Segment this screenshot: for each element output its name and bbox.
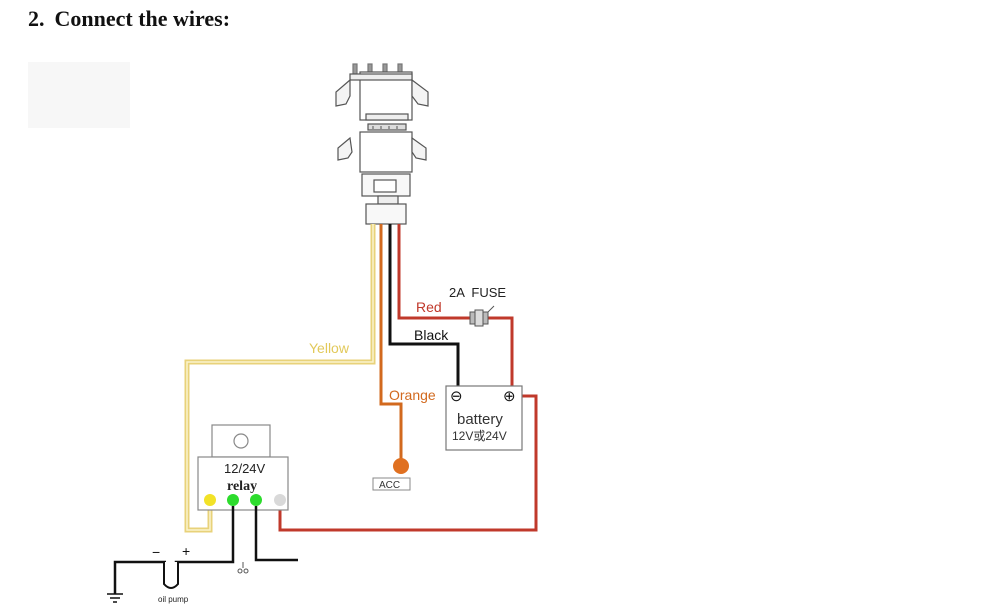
plug-base — [365, 203, 407, 225]
fuse — [469, 305, 495, 327]
blank-image-placeholder — [28, 62, 130, 128]
connector-left-clip — [335, 78, 351, 107]
step-number: 2. — [28, 6, 45, 31]
step-title: Connect the wires: — [54, 6, 231, 31]
relay-pin-green-2 — [250, 494, 262, 506]
battery: ⊖ ⊕ battery 12V或24V — [445, 385, 523, 451]
black-wire-label: Black — [414, 327, 449, 343]
red-wire — [397, 224, 470, 320]
red-wire-label: Red — [416, 299, 442, 315]
relay-output-wire — [254, 506, 298, 562]
oil-pump-label: oil pump — [158, 595, 189, 604]
oil-pump: − + oil pump — [152, 543, 190, 604]
page-heading: 2. Connect the wires: — [28, 6, 230, 32]
device-connector — [335, 63, 429, 225]
pump-minus: − — [152, 544, 160, 560]
relay: 12/24V relay — [197, 424, 289, 511]
relay-voltage: 12/24V — [224, 461, 266, 476]
red-wire-battery-to-relay — [278, 394, 538, 532]
battery-minus-terminal: ⊖ — [450, 388, 463, 405]
yellow-wire-label: Yellow — [309, 340, 350, 356]
relay-label: relay — [227, 479, 257, 494]
cut-icon — [237, 562, 249, 574]
red-wire-fuse-to-battery — [488, 316, 514, 388]
acc-label-box — [372, 477, 411, 491]
connector-right-clip — [411, 78, 429, 107]
orange-wire — [379, 224, 403, 462]
relay-pin-grey — [274, 494, 286, 506]
relay-pin-yellow — [204, 494, 216, 506]
battery-plus-terminal: ⊕ — [503, 388, 516, 405]
black-wire — [388, 224, 460, 388]
battery-voltage: 12V或24V — [452, 429, 507, 443]
pump-plus: + — [182, 543, 190, 559]
relay-pin-green-1 — [227, 494, 239, 506]
battery-label: battery — [457, 411, 503, 428]
yellow-wire — [184, 224, 376, 533]
acc-label: ACC — [379, 480, 400, 491]
fuse-label: 2A FUSE — [449, 285, 506, 300]
ground-icon — [107, 593, 123, 603]
pump-to-ground-wire — [113, 560, 166, 594]
orange-wire-label: Orange — [389, 387, 436, 403]
connector-lower-housing — [359, 131, 413, 173]
acc-terminal — [393, 458, 409, 474]
